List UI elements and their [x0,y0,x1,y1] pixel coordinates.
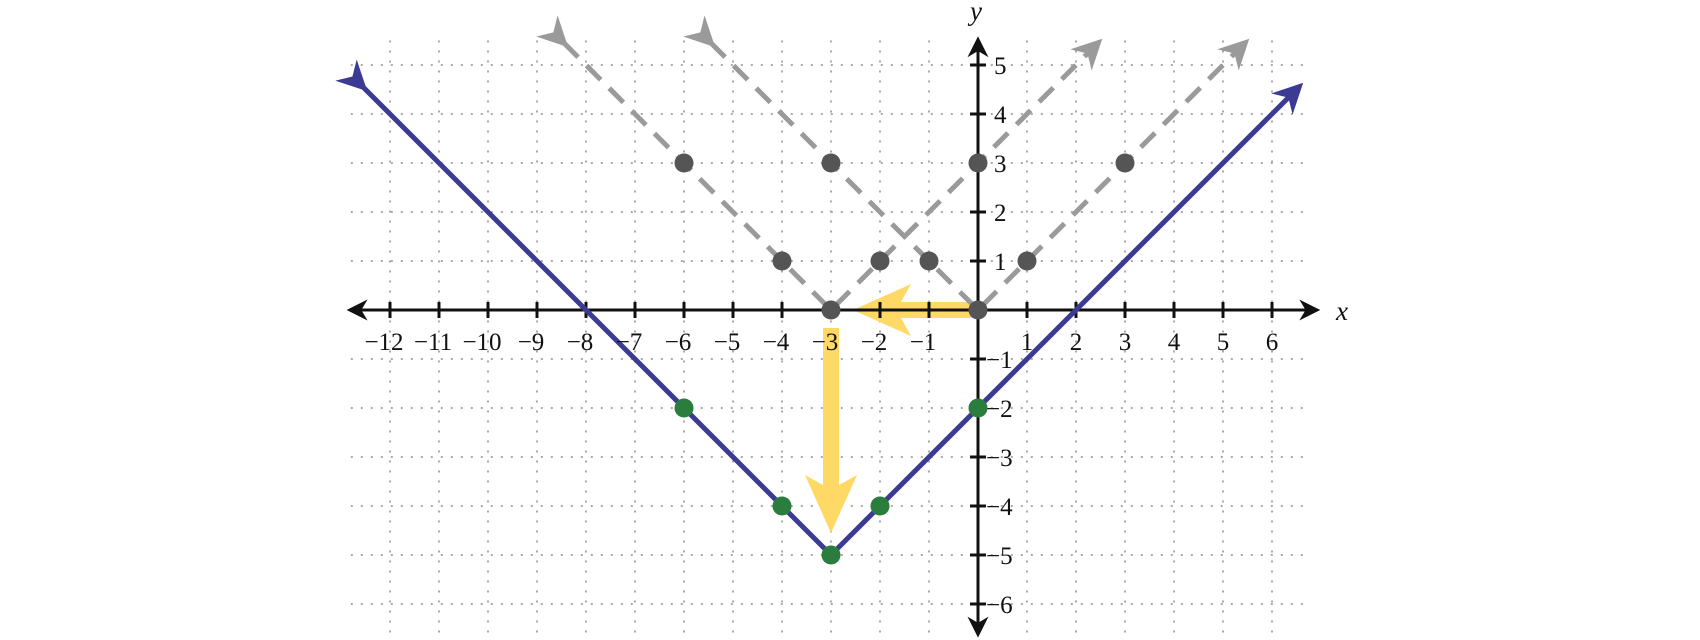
x-tick-label: −2 [861,329,888,356]
x-tick-label: −7 [616,329,643,356]
y-axis-label: y [967,0,982,26]
x-tick-label: 6 [1266,329,1279,356]
y-tick-label: −2 [986,396,1013,423]
data-point [821,545,841,565]
shift-arrow-down [805,328,857,533]
data-point [1115,153,1135,173]
x-tick-label: −3 [812,329,839,356]
x-tick-label: −12 [364,329,403,356]
y-tick-label: −6 [986,592,1013,619]
y-tick-label: −5 [986,543,1013,570]
data-point [968,153,988,173]
data-point [919,251,939,271]
data-points [674,153,1135,565]
data-point [870,251,890,271]
data-point [968,398,988,418]
y-tick-label: −3 [986,445,1013,472]
y-tick-label: −4 [986,494,1013,521]
x-tick-label: −5 [714,329,741,356]
data-point [821,153,841,173]
x-tick-label: 3 [1119,329,1132,356]
y-tick-label: 4 [994,102,1007,129]
x-tick-label: 1 [1021,329,1034,356]
x-axis-label: x [1335,296,1348,326]
y-tick-label: −1 [986,347,1013,374]
x-tick-label: −1 [910,329,937,356]
data-point [772,496,792,516]
x-tick-label: −9 [518,329,545,356]
x-tick-label: 2 [1070,329,1083,356]
x-tick-label: −6 [665,329,692,356]
data-point [821,300,841,320]
x-tick-label: −4 [763,329,790,356]
data-point [870,496,890,516]
x-tick-label: −11 [414,329,452,356]
y-tick-label: 1 [994,249,1007,276]
x-tick-label: −10 [462,329,501,356]
x-tick-label: 5 [1217,329,1230,356]
data-point [1017,251,1037,271]
y-tick-label: 2 [994,200,1007,227]
y-tick-label: 5 [994,53,1007,80]
x-tick-label: −8 [567,329,594,356]
data-point [772,251,792,271]
data-point [674,153,694,173]
y-tick-label: 3 [994,151,1007,178]
data-point [674,398,694,418]
data-point [968,300,988,320]
x-tick-label: 4 [1168,329,1181,356]
